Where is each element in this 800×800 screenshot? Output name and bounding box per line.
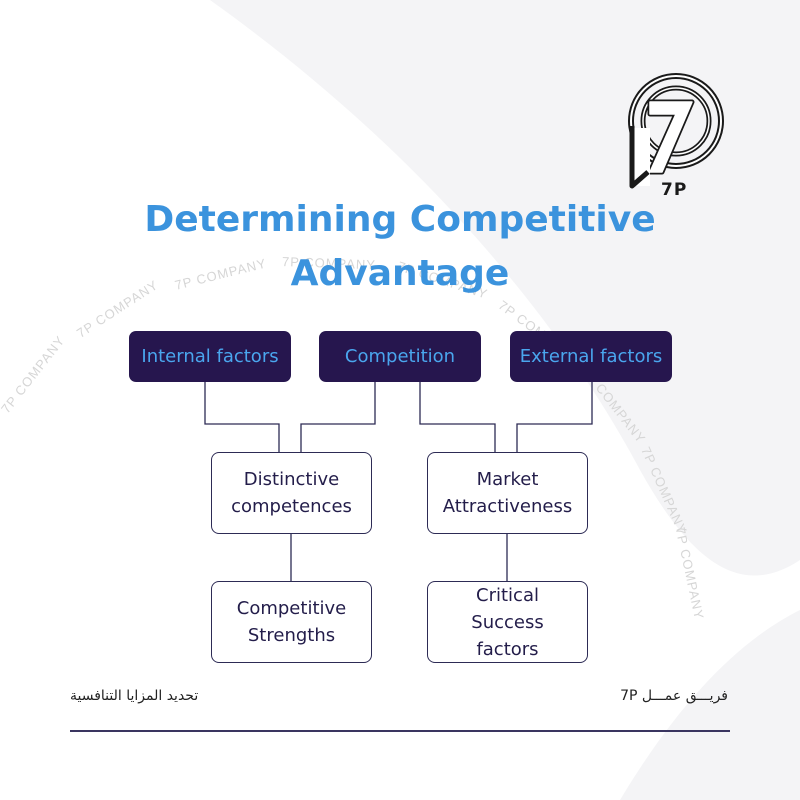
box-label-line: Market — [476, 469, 539, 490]
box-label-line: Attractiveness — [442, 496, 573, 517]
box-competition: Competition — [319, 331, 481, 382]
page-title-line2: Advantage — [290, 253, 510, 294]
connector-line — [419, 382, 496, 452]
box-label-line: Critical — [476, 584, 539, 606]
box-label-line: Success — [471, 611, 544, 633]
footer-team: فريـــق عمـــل 7P — [620, 688, 728, 704]
box-label-line: Strengths — [247, 625, 336, 646]
box-label-line: Competitive — [236, 598, 347, 619]
box-internal-factors: Internal factors — [129, 331, 291, 382]
logo-text: 7P — [661, 180, 688, 200]
box-market-attractiveness: Market Attractiveness — [427, 452, 588, 534]
box-label: Competition — [344, 346, 456, 367]
footer-subject: تحديد المزايا التنافسية — [70, 688, 199, 704]
box-label: Internal factors — [141, 346, 279, 367]
connector-line — [204, 382, 280, 452]
box-label-line: Distinctive — [243, 469, 340, 490]
7p-logo-icon — [628, 73, 724, 189]
box-critical-success-factors: Critical Success factors — [427, 581, 588, 663]
footer-divider — [70, 730, 730, 732]
connector-line — [516, 382, 593, 452]
box-competitive-strengths: Competitive Strengths — [211, 581, 372, 663]
page-title: Determining Competitive — [144, 199, 656, 240]
box-label-line: factors — [476, 638, 539, 660]
box-external-factors: External factors — [510, 331, 672, 382]
box-label: External factors — [519, 346, 663, 367]
box-label-line: competences — [231, 496, 352, 517]
box-distinctive-competences: Distinctive competences — [211, 452, 372, 534]
connector-line — [300, 382, 376, 452]
